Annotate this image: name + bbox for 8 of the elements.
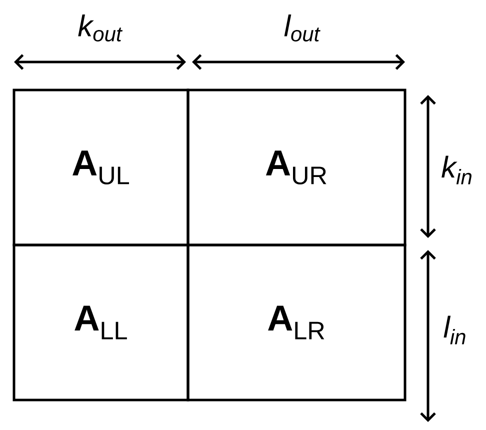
matrix-block: A$_{LR}$: [186, 244, 406, 402]
dimension-label: l$_{out}$: [284, 14, 320, 42]
matrix-block: A$_{UR}$: [186, 88, 406, 246]
dimension-label: l$_{in}$: [444, 316, 466, 344]
dimension-label: k$_{out}$: [78, 14, 123, 42]
matrix-block: A$_{UL}$: [12, 88, 190, 246]
dimension-label: k$_{in}$: [442, 156, 472, 184]
matrix-block: A$_{LL}$: [12, 244, 190, 402]
